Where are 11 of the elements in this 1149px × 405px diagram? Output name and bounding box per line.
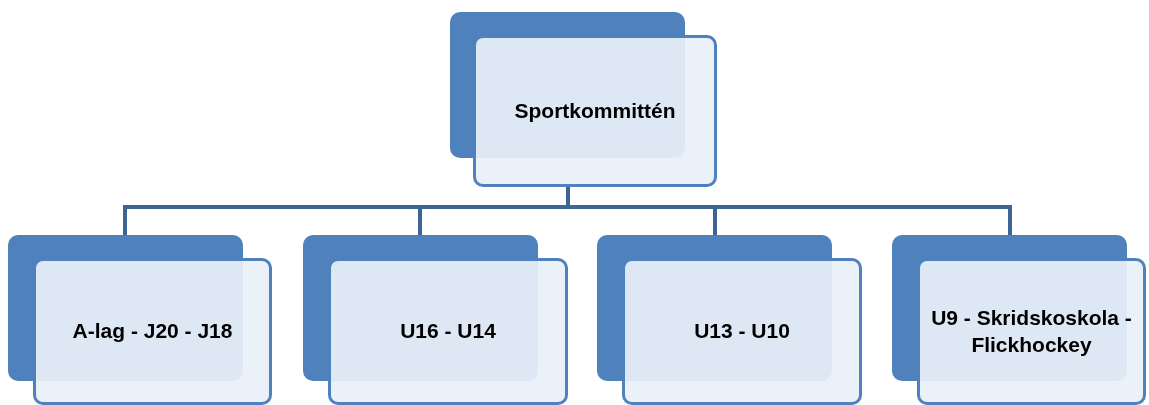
org-box: [328, 258, 568, 405]
org-box: [473, 35, 717, 187]
box-label: U16 - U14: [400, 318, 496, 345]
connector-line: [566, 187, 1012, 235]
org-box: [33, 258, 272, 405]
box-label: U9 - Skridskoskola - Flickhockey: [930, 305, 1133, 358]
org-box: [622, 258, 862, 405]
box-label: Sportkommittén: [514, 97, 676, 124]
box-label: U13 - U10: [694, 318, 790, 345]
org-box: [917, 258, 1146, 405]
box-label: A-lag - J20 - J18: [72, 318, 233, 345]
